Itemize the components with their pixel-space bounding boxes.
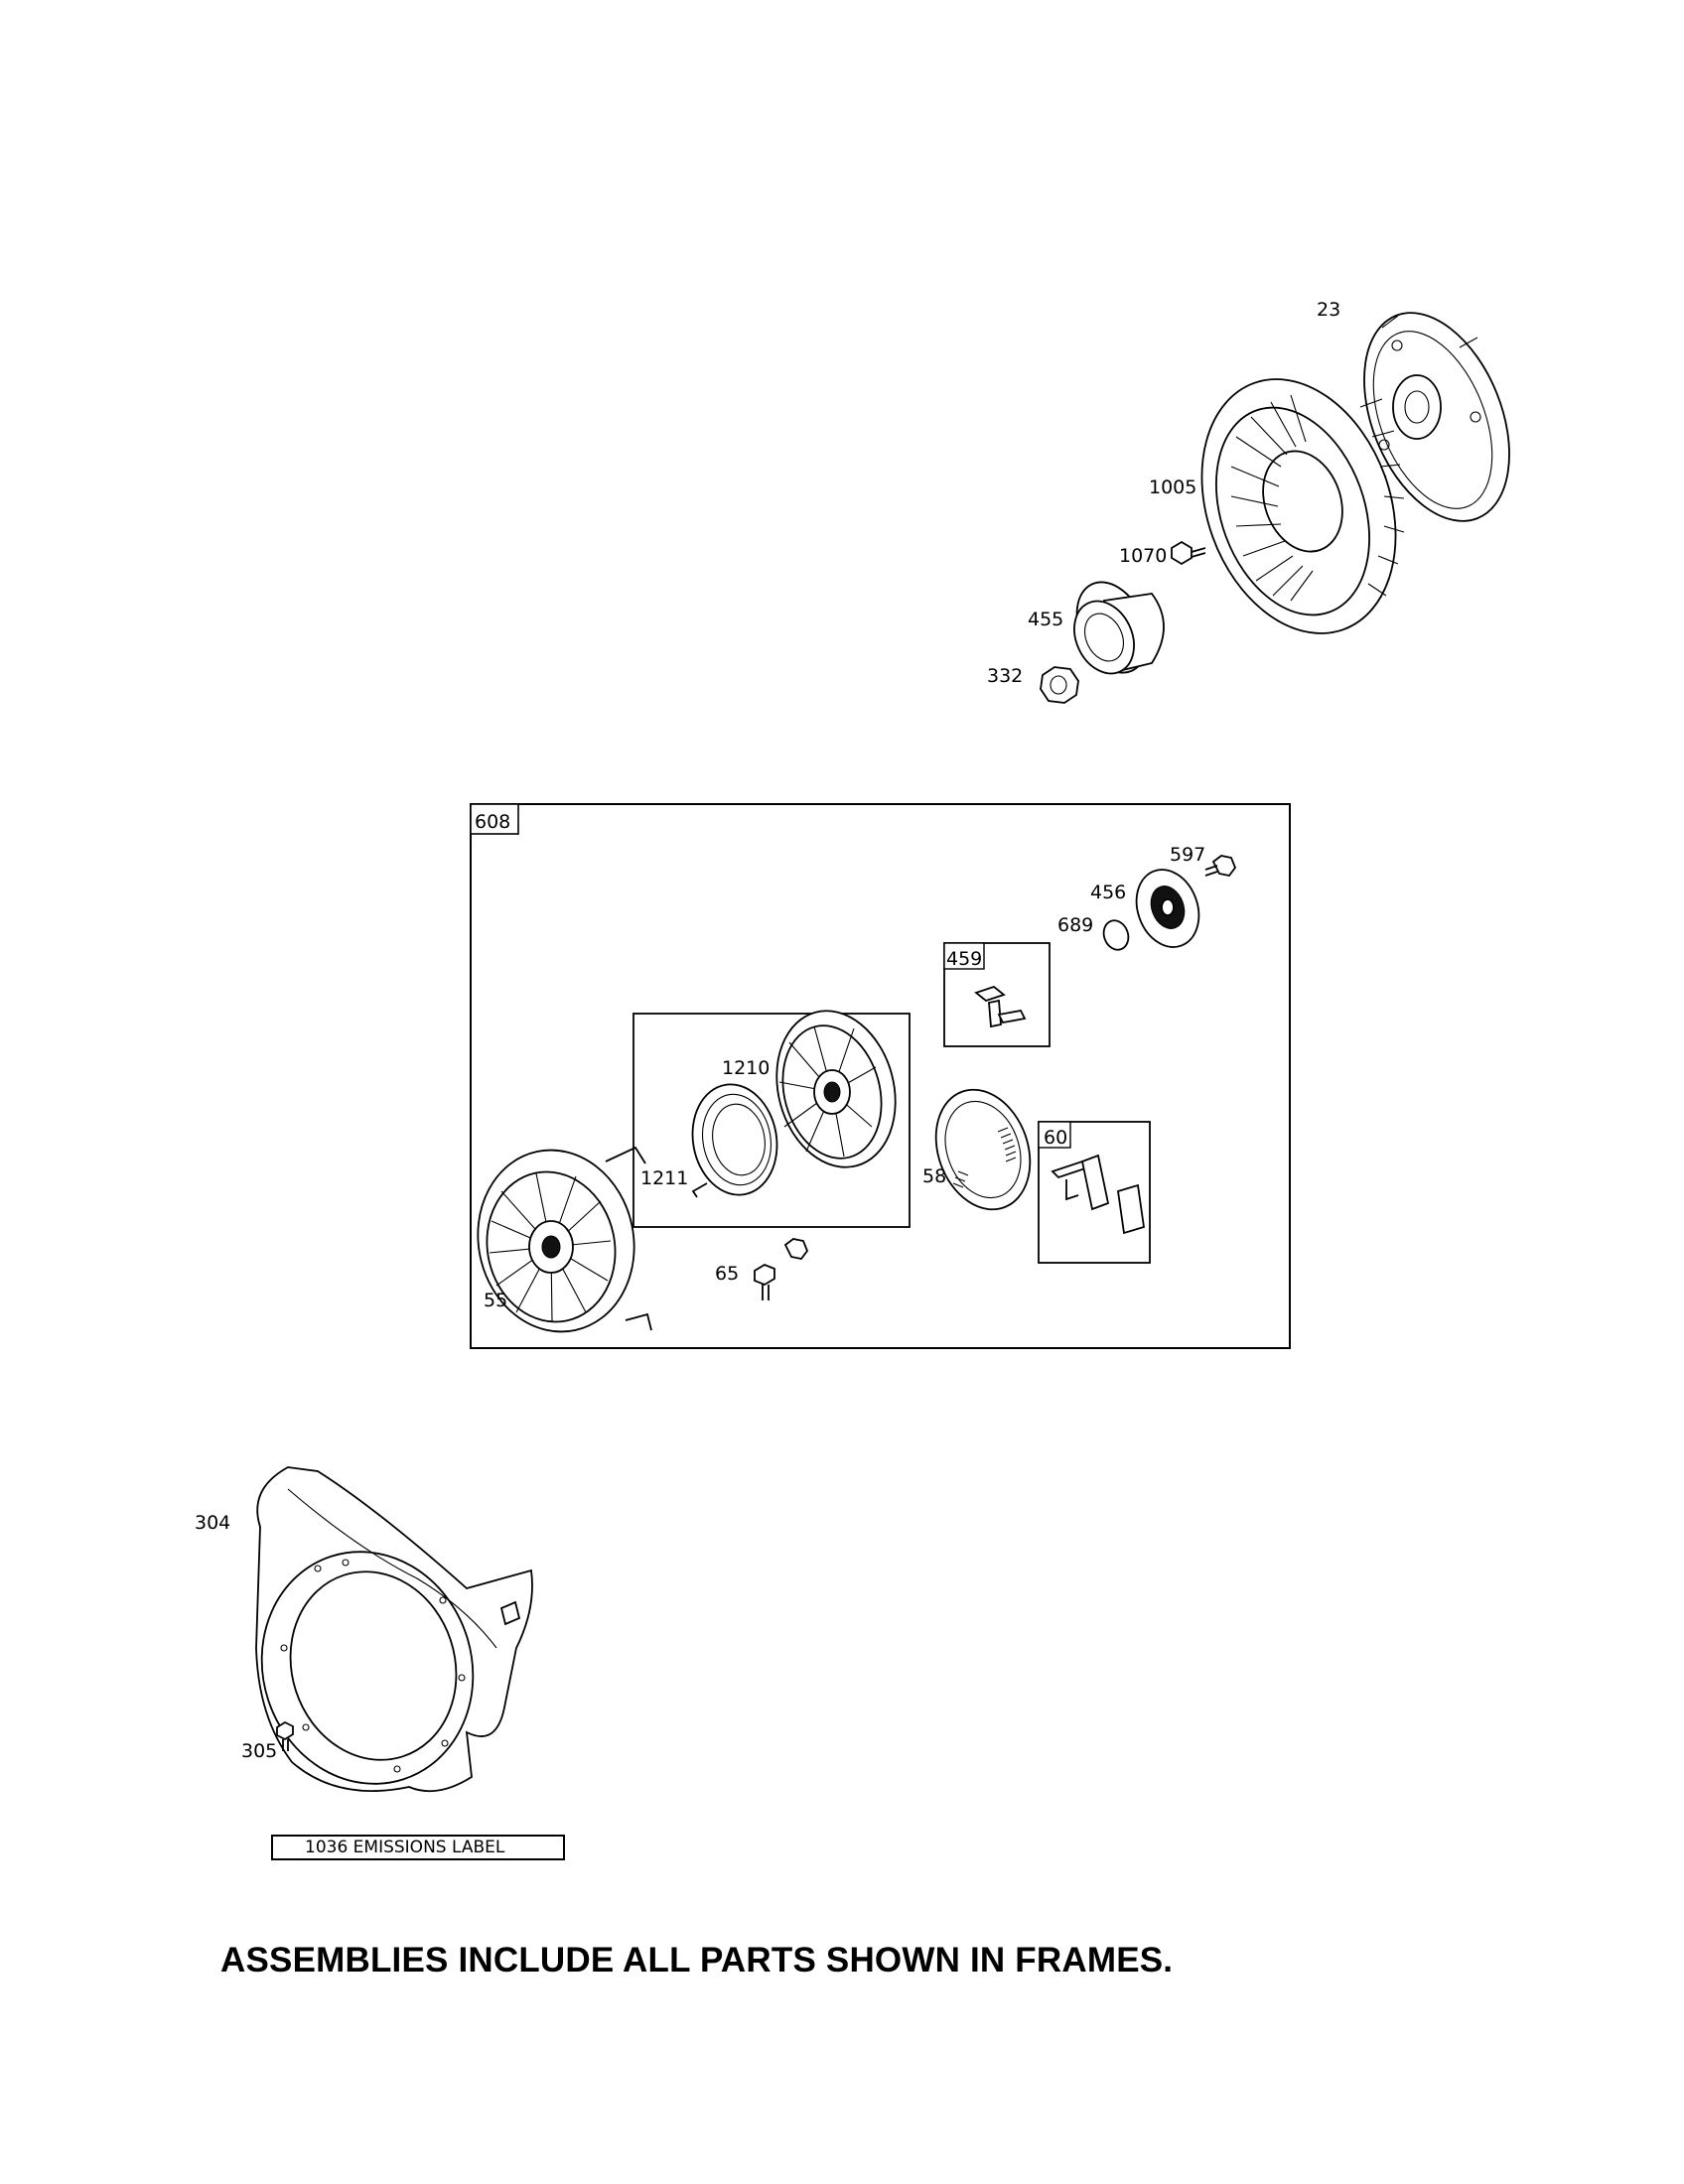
fan-1005 [1200, 378, 1405, 634]
housing-55 [477, 1146, 652, 1333]
retainer-456 [1135, 869, 1200, 948]
part-label-1005: 1005 [1149, 477, 1196, 498]
ring-689 [1102, 919, 1130, 951]
part-label-304: 304 [195, 1512, 230, 1534]
screw-65 [754, 1263, 775, 1300]
screw-305 [276, 1720, 294, 1751]
frame-459 [943, 942, 1051, 1047]
frame-pulley-spring [632, 1013, 911, 1228]
part-label-1210: 1210 [722, 1057, 770, 1079]
part-label-332: 332 [987, 665, 1023, 687]
nut-332 [1040, 666, 1079, 704]
part-label-689: 689 [1057, 914, 1093, 936]
part-label-65: 65 [715, 1263, 739, 1285]
part-label-456: 456 [1090, 882, 1126, 903]
frame-60 [1038, 1121, 1151, 1264]
part-label-23: 23 [1317, 299, 1340, 321]
frame-60-tag [1038, 1121, 1071, 1149]
part-label-1211: 1211 [640, 1167, 688, 1189]
part-label-455: 455 [1028, 609, 1063, 630]
part-label-58: 58 [922, 1165, 946, 1187]
blower-housing-304 [255, 1466, 533, 1793]
spring-58 [934, 1088, 1032, 1211]
frame-label-60: 60 [1044, 1127, 1067, 1149]
part-label-305: 305 [241, 1740, 277, 1762]
spring-1211 [691, 1083, 778, 1198]
part-label-55: 55 [484, 1290, 507, 1311]
pulley-1210 [775, 1010, 897, 1168]
handle-60 [1051, 1154, 1146, 1235]
pawl-459 [974, 985, 1027, 1028]
screw-597 [1204, 855, 1237, 877]
footer-note: ASSEMBLIES INCLUDE ALL PARTS SHOWN IN FR… [220, 1941, 1174, 1979]
nut-65a [783, 1238, 809, 1260]
emissions-label-frame: 1036 EMISSIONS LABEL [271, 1835, 565, 1860]
part-label-1070: 1070 [1119, 545, 1167, 567]
frame-608-tag [470, 803, 519, 835]
screw-1070 [1171, 540, 1206, 566]
cup-455 [1073, 581, 1165, 675]
flywheel-23 [1363, 312, 1510, 522]
frame-608 [470, 803, 1291, 1349]
part-label-597: 597 [1170, 844, 1205, 866]
frame-459-tag [943, 942, 985, 970]
frame-label-608: 608 [475, 811, 510, 833]
frame-label-459: 459 [946, 948, 982, 970]
